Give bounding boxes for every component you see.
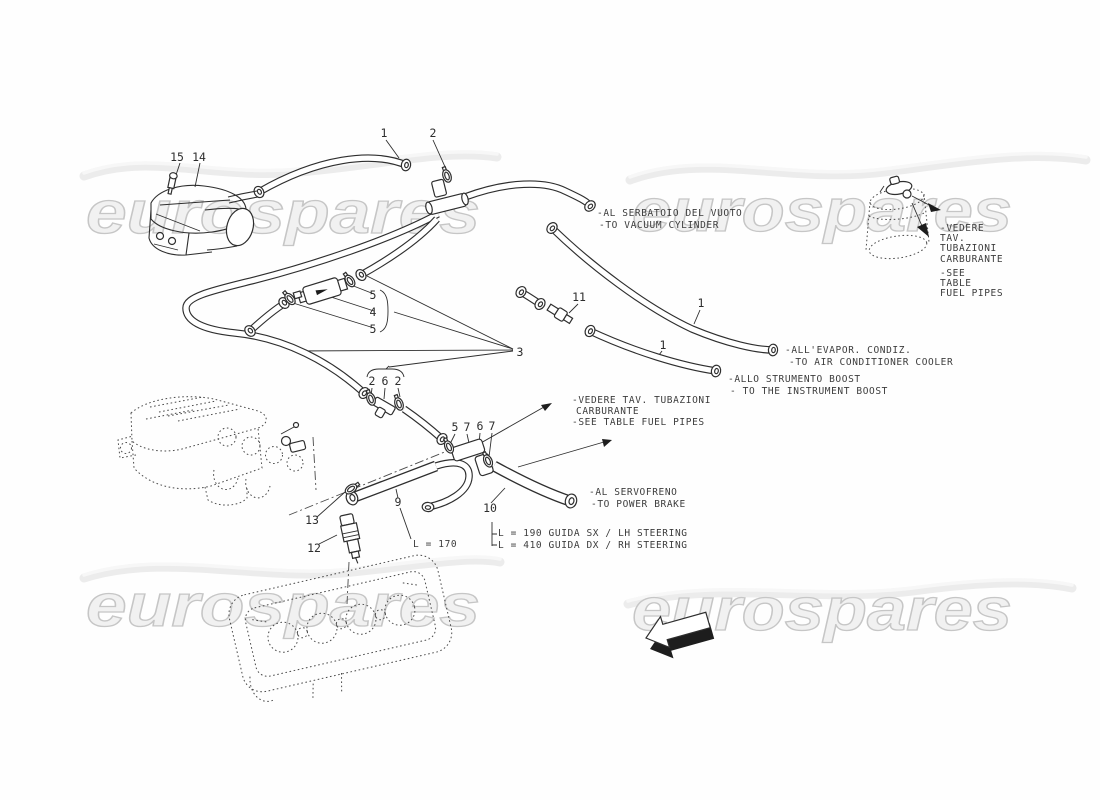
callout-2c: 2	[395, 374, 402, 388]
evaporator-label-en: -TO AIR CONDITIONER COOLER	[789, 357, 953, 368]
callout-2b: 2	[369, 374, 376, 388]
part-callouts: 15 14 1 2 5 4 5 3 11 1 1 2 6 2 5 7 6 7 9…	[170, 126, 704, 555]
filter-arrow-1	[911, 195, 941, 212]
watermark-text-top-right: eurospares	[632, 177, 1012, 244]
fuel-table-right-line1: -VEDERE	[940, 223, 984, 234]
boost-label-it: -ALLO STRUMENTO BOOST	[728, 374, 861, 385]
filter-arrow-2	[911, 202, 929, 237]
callout-1b: 1	[698, 296, 705, 310]
check-valve-to-tee-hose	[359, 216, 440, 279]
hose-1-main	[257, 154, 408, 196]
callout-5a: 5	[370, 288, 377, 302]
steering-rh-label: L = 410 GUIDA DX / RH STEERING	[498, 540, 688, 551]
valve-nipple	[292, 290, 303, 300]
callout-3: 3	[517, 345, 524, 359]
callout-2a: 2	[430, 126, 437, 140]
vacuum-cylinder-hose	[463, 180, 594, 209]
boost-label-en: - TO THE INSTRUMENT BOOST	[730, 386, 888, 397]
callout-7b: 7	[489, 419, 496, 433]
hose-10	[491, 461, 572, 507]
callout-1a: 1	[381, 126, 388, 140]
fuel-table-right-line2: TAV.	[940, 233, 965, 244]
see-table-arrow-2	[517, 439, 612, 468]
callout-1c: 1	[660, 338, 667, 352]
callout-11: 11	[572, 290, 586, 304]
tee-to-elbow-hose	[401, 405, 445, 442]
evaporator-label-it: -ALL'EVAPOR. CONDIZ.	[785, 345, 911, 356]
hose-loop	[182, 210, 440, 396]
tee-fitting-top	[425, 178, 469, 215]
fuel-filter	[865, 175, 941, 260]
callout-6b: 6	[477, 419, 484, 433]
construction-lines	[288, 436, 453, 605]
check-valve-feed-hose	[247, 299, 288, 334]
connector-11	[546, 303, 574, 325]
length-170-label: L = 170	[413, 539, 457, 550]
callout-7a: 7	[464, 420, 471, 434]
callout-5b: 5	[370, 322, 377, 336]
power-brake-label-en: -TO POWER BRAKE	[591, 499, 686, 510]
vacuum-valve-15	[167, 172, 178, 195]
fuel-table-right-line5: -SEE	[940, 268, 965, 279]
direction-arrow-icon	[645, 611, 715, 659]
tube-9	[350, 460, 438, 504]
callout-5c: 5	[452, 420, 459, 434]
vacuum-tank	[148, 172, 259, 256]
check-valve-4	[296, 277, 349, 305]
vacuum-cylinder-label-it: -AL SERBATOIO DEL VUOTO	[597, 208, 742, 219]
callout-14: 14	[192, 150, 206, 164]
vacuum-cylinder-label-en: -TO VACUUM CYLINDER	[599, 220, 719, 231]
callout-6a: 6	[382, 374, 389, 388]
fuel-table-right-line7: FUEL PIPES	[940, 288, 1003, 299]
throttle-fitting	[280, 421, 307, 453]
text-annotations: -AL SERBATOIO DEL VUOTO -TO VACUUM CYLIN…	[413, 208, 1003, 551]
fuel-table-mid-line3: -SEE TABLE FUEL PIPES	[572, 417, 705, 428]
fuel-table-mid-line1: -VEDERE TAV. TUBAZIONI	[572, 395, 711, 406]
callout-12: 12	[307, 541, 321, 555]
callout-13: 13	[305, 513, 319, 527]
watermark-swooshes	[79, 150, 1091, 609]
fuel-table-right-line4: CARBURANTE	[940, 254, 1003, 265]
evaporator-hose	[549, 225, 774, 354]
intake-manifold	[117, 396, 307, 506]
callout-15: 15	[170, 150, 184, 164]
steering-lh-label: L = 190 GUIDA SX / LH STEERING	[498, 528, 688, 539]
power-brake-label-it: -AL SERVOFRENO	[589, 487, 677, 498]
fuel-table-right-line3: TUBAZIONI	[940, 243, 997, 254]
fuel-table-mid-line2: CARBURANTE	[576, 406, 639, 417]
leader-lines	[173, 139, 701, 546]
callout-9: 9	[395, 495, 402, 509]
callout-4: 4	[370, 305, 377, 319]
j-hose	[427, 459, 473, 511]
fuel-table-right-line6: TABLE	[940, 278, 972, 289]
boost-hose	[588, 327, 717, 375]
callout-10: 10	[483, 501, 497, 515]
cylinder-head	[228, 554, 453, 702]
watermark-text-bottom-right: eurospares	[632, 576, 1012, 643]
watermark-text-bottom-left: eurospares	[86, 572, 480, 639]
injector-12	[339, 513, 361, 564]
